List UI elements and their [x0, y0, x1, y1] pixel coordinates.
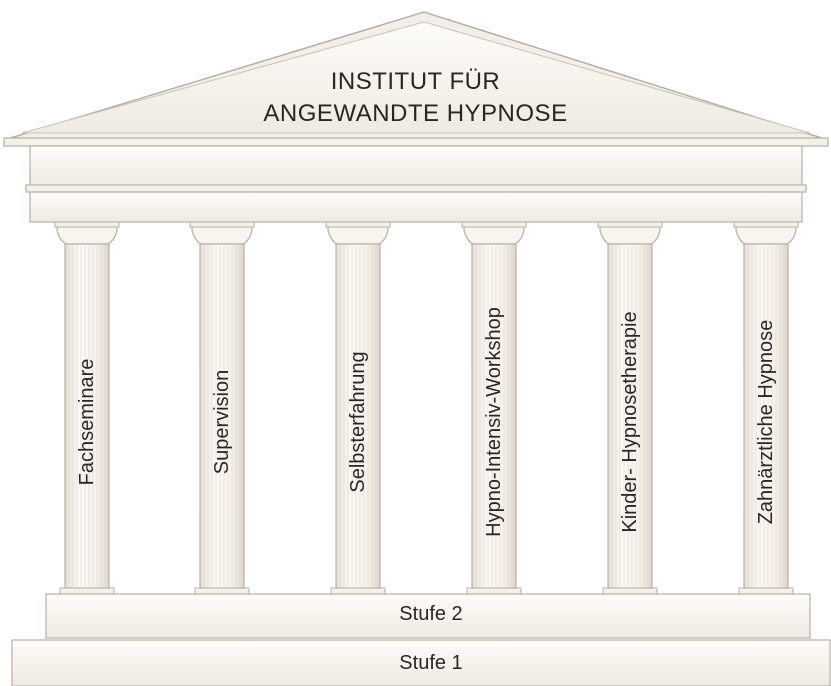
- column-label: Selbsterfahrung: [347, 351, 369, 493]
- title-line-2: ANGEWANDTE HYPNOSE: [263, 100, 568, 127]
- title-line-1: INSTITUT FÜR: [330, 68, 501, 95]
- column: [54, 221, 120, 595]
- column-label: Supervision: [211, 369, 233, 475]
- column: [597, 221, 663, 595]
- column-label: Zahnärztliche Hypnose: [755, 319, 777, 525]
- step-lower-label: Stufe 1: [399, 652, 463, 674]
- step-upper: [45, 593, 811, 639]
- column: [325, 221, 391, 595]
- step-lower: [11, 639, 831, 686]
- columns: [54, 221, 799, 595]
- column-label: Fachseminare: [76, 358, 98, 486]
- step-upper-label: Stufe 2: [399, 603, 463, 625]
- entablature: [25, 145, 807, 223]
- steps: [11, 593, 831, 686]
- column: [189, 221, 255, 595]
- column: [461, 221, 527, 595]
- column-label: Kinder- Hypnosetherapie: [619, 311, 641, 533]
- column-label: Hypno-Intensiv-Workshop: [483, 307, 505, 537]
